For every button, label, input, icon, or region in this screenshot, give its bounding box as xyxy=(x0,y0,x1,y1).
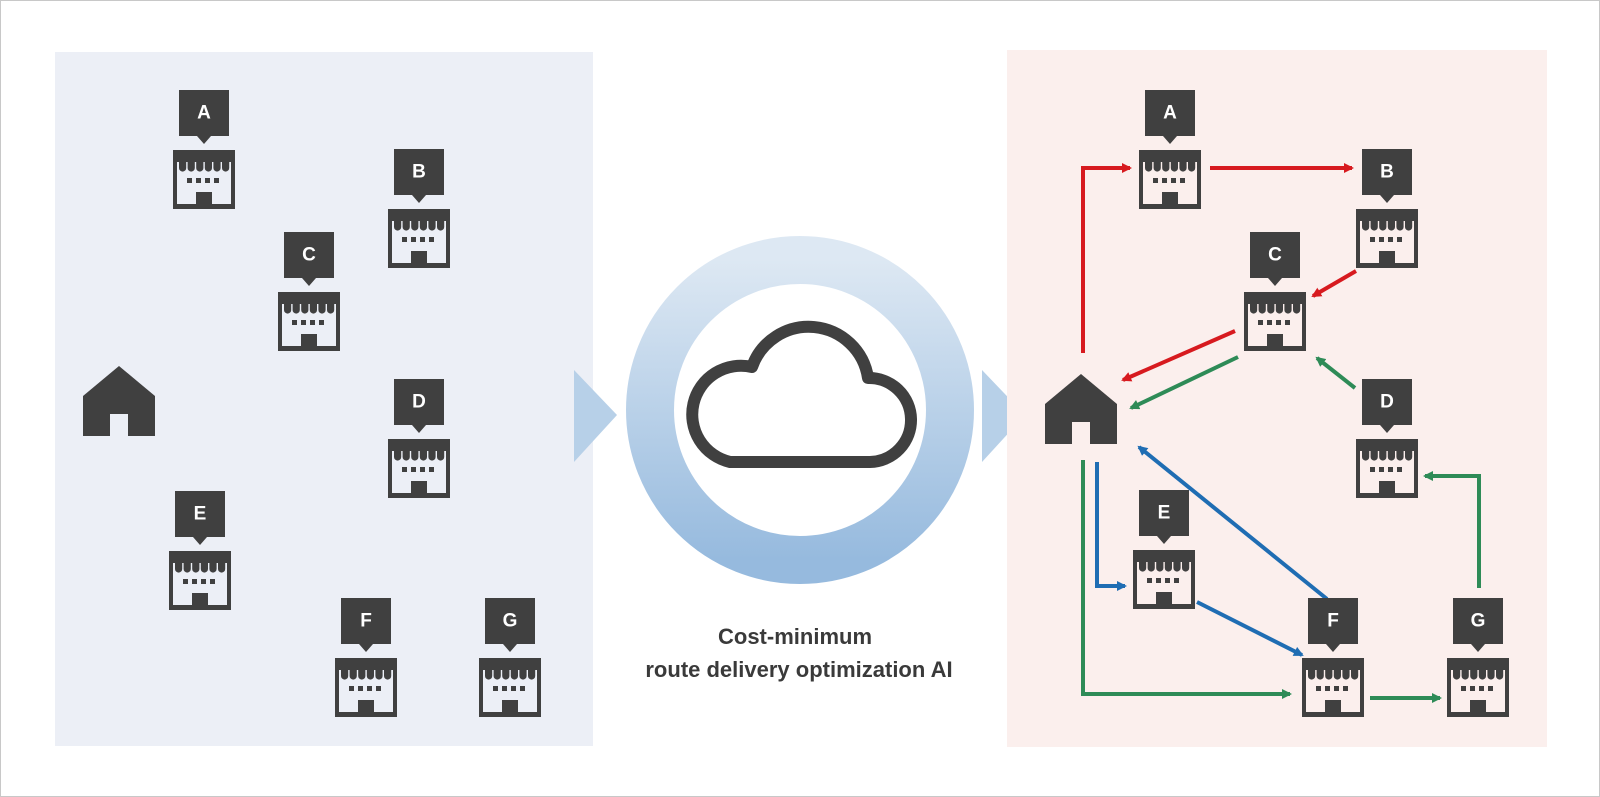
ai-ring xyxy=(626,236,974,584)
location-pin-icon: A xyxy=(179,90,229,144)
store-label: D xyxy=(412,392,426,413)
store-label: F xyxy=(1327,611,1339,632)
location-pin-icon: G xyxy=(1453,598,1503,652)
store-label: D xyxy=(1380,392,1394,413)
store-icon xyxy=(1139,150,1201,209)
store-icon xyxy=(1302,658,1364,717)
caption-line-2: route delivery optimization AI xyxy=(645,657,952,682)
location-pin-icon: A xyxy=(1145,90,1195,144)
route-arrow-red-c-depot xyxy=(1121,329,1236,382)
location-pin-icon: G xyxy=(485,598,535,652)
right-store-f: F xyxy=(1302,598,1364,717)
store-icon xyxy=(1244,292,1306,351)
right-chevron-arrow xyxy=(982,370,1025,462)
route-arrow-green-d-c xyxy=(1315,356,1357,390)
right-store-d: D xyxy=(1356,379,1418,498)
right-store-a: A xyxy=(1139,90,1201,209)
route-arrow-green-depot-f xyxy=(1081,460,1292,699)
right-panel-stores: A B C D E F G xyxy=(1045,90,1509,717)
store-label: B xyxy=(1380,162,1394,183)
location-pin-icon: C xyxy=(284,232,334,286)
location-pin-icon: F xyxy=(341,598,391,652)
route-arrow-green-g-d xyxy=(1423,471,1481,588)
store-label: A xyxy=(1163,103,1177,124)
location-pin-icon: D xyxy=(394,379,444,433)
left-depot-home-icon xyxy=(83,366,155,436)
store-icon xyxy=(335,658,397,717)
right-store-e: E xyxy=(1133,490,1195,609)
location-pin-icon: E xyxy=(175,491,225,545)
store-icon xyxy=(278,292,340,351)
store-icon xyxy=(1447,658,1509,717)
right-panel-routes xyxy=(1081,163,1481,703)
right-store-b: B xyxy=(1356,149,1418,268)
location-pin-icon: B xyxy=(1362,149,1412,203)
left-store-c: C xyxy=(278,232,340,351)
left-panel-stores: A B C D E F G xyxy=(83,90,541,717)
route-arrow-red-depot-a xyxy=(1081,163,1132,353)
store-label: C xyxy=(302,245,316,266)
route-arrow-blue-f-depot xyxy=(1137,445,1329,601)
store-icon xyxy=(388,439,450,498)
store-label: E xyxy=(1158,503,1171,524)
store-icon xyxy=(1356,209,1418,268)
left-store-e: E xyxy=(169,491,231,610)
store-icon xyxy=(479,658,541,717)
location-pin-icon: F xyxy=(1308,598,1358,652)
cloud-icon xyxy=(686,320,917,468)
left-store-a: A xyxy=(173,90,235,209)
right-store-g: G xyxy=(1447,598,1509,717)
left-store-f: F xyxy=(335,598,397,717)
location-pin-icon: B xyxy=(394,149,444,203)
location-pin-icon: E xyxy=(1139,490,1189,544)
right-store-c: C xyxy=(1244,232,1306,351)
store-icon xyxy=(173,150,235,209)
caption-line-1: Cost-minimum xyxy=(718,624,872,649)
location-pin-icon: C xyxy=(1250,232,1300,286)
store-label: A xyxy=(197,103,211,124)
left-store-g: G xyxy=(479,598,541,717)
store-label: G xyxy=(503,611,518,632)
store-icon xyxy=(1356,439,1418,498)
left-store-d: D xyxy=(388,379,450,498)
store-label: C xyxy=(1268,245,1282,266)
store-label: E xyxy=(194,504,207,525)
left-store-b: B xyxy=(388,149,450,268)
store-icon xyxy=(388,209,450,268)
store-icon xyxy=(1133,550,1195,609)
left-chevron-arrow xyxy=(574,370,617,462)
route-arrow-blue-depot-e xyxy=(1095,462,1127,591)
location-pin-icon: D xyxy=(1362,379,1412,433)
store-label: B xyxy=(412,162,426,183)
right-depot-home-icon xyxy=(1045,374,1117,444)
store-label: F xyxy=(360,611,372,632)
route-arrow-green-c-depot xyxy=(1129,355,1239,410)
route-arrow-red-b-c xyxy=(1311,269,1358,298)
route-arrow-blue-e-f xyxy=(1196,600,1304,657)
store-icon xyxy=(169,551,231,610)
store-label: G xyxy=(1471,611,1486,632)
